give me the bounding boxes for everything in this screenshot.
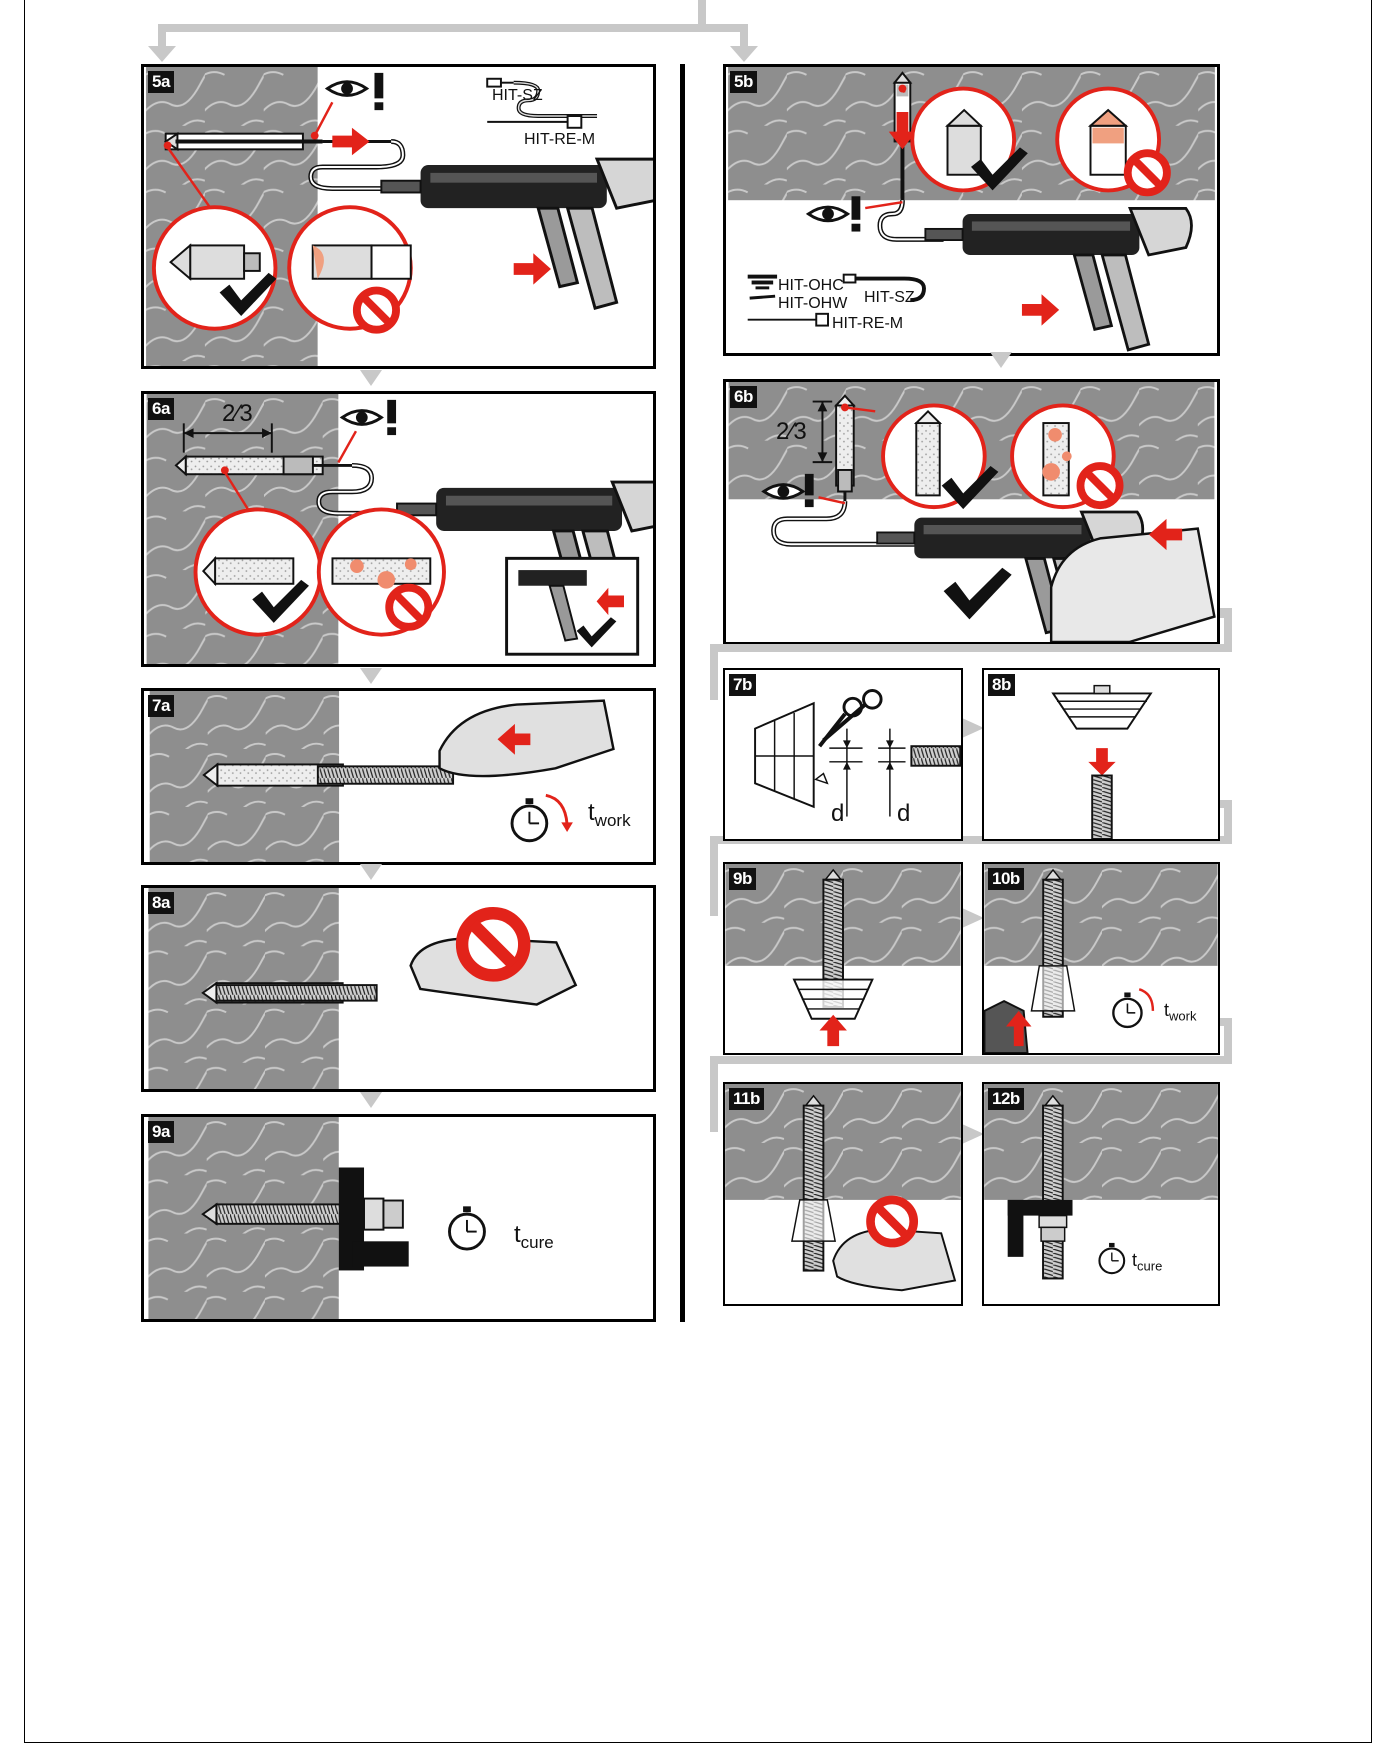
panel-8b-illustration — [984, 670, 1218, 839]
step-badge: 9a — [148, 1121, 174, 1143]
scissors-icon — [820, 691, 882, 747]
panel-9a-illustration — [144, 1117, 653, 1319]
time-label: tcure — [1132, 1250, 1162, 1274]
panel-6a: 6a 2⁄3 — [141, 391, 656, 667]
flow-connectors-top — [0, 0, 1374, 70]
panel-5a-illustration — [144, 67, 653, 366]
panel-10b-illustration — [984, 864, 1218, 1053]
panel-12b: 12b tcure — [982, 1082, 1220, 1306]
mixer-extension-label: HIT-SZ — [864, 289, 915, 307]
exclamation-icon — [852, 196, 861, 220]
panel-7a: 7a twork — [141, 688, 656, 865]
eye-icon — [808, 207, 847, 221]
step-badge: 12b — [988, 1088, 1024, 1110]
step-badge: 6b — [730, 386, 757, 408]
step-badge: 9b — [729, 868, 756, 890]
time-label: tcure — [514, 1221, 554, 1253]
mixer-label: HIT-RE-M — [524, 131, 595, 149]
time-symbol: t — [514, 1221, 521, 1248]
prohibited-icon — [462, 913, 524, 975]
panel-9b: 9b — [723, 862, 963, 1055]
panel-11b-illustration — [725, 1084, 961, 1304]
stopwatch-icon — [512, 798, 547, 841]
piston-plug-ohc-label: HIT-OHC — [778, 277, 844, 295]
time-label: twork — [1164, 1000, 1196, 1024]
step-badge: 5b — [730, 71, 757, 93]
time-label: twork — [588, 799, 631, 831]
stopwatch-icon — [1099, 1243, 1124, 1273]
panel-5a: 5a HIT-SZ HIT-RE-M — [141, 64, 656, 369]
piston-plug-ohw-label: HIT-OHW — [778, 295, 847, 313]
panel-5b: 5b HIT-OHC HIT-OHW HIT-SZ HIT-RE-M — [723, 64, 1220, 356]
time-subscript: cure — [521, 1233, 554, 1252]
panel-6b: 6b 2⁄3 — [723, 379, 1220, 645]
step-badge: 7b — [729, 674, 756, 696]
time-symbol: t — [588, 799, 595, 826]
arrow-icon — [148, 46, 176, 62]
arrow-icon — [1022, 294, 1059, 325]
panel-9a: 9a tcure — [141, 1114, 656, 1322]
arrow-icon — [514, 253, 551, 284]
panel-10b: 10b twork — [982, 862, 1220, 1055]
eye-icon — [342, 411, 381, 425]
arrow-icon — [332, 128, 369, 155]
arrow-icon — [730, 46, 758, 62]
column-divider — [680, 64, 685, 1322]
check-icon — [944, 568, 1012, 620]
step-badge: 7a — [148, 695, 174, 717]
panel-8a-illustration — [144, 888, 653, 1089]
time-subscript: work — [595, 811, 631, 830]
panel-7b: 7b d d — [723, 668, 963, 841]
stopwatch-icon — [1113, 992, 1141, 1026]
mixer-label: HIT-RE-M — [832, 315, 903, 333]
panel-12b-illustration — [984, 1084, 1218, 1304]
step-badge: 5a — [148, 71, 174, 93]
panel-9b-illustration — [725, 864, 961, 1053]
diameter-label: d — [897, 800, 910, 828]
time-subscript: cure — [1137, 1259, 1162, 1274]
panel-8a: 8a — [141, 885, 656, 1092]
panel-11b: 11b — [723, 1082, 963, 1306]
arrow-icon — [1088, 748, 1115, 775]
exclamation-icon — [805, 474, 814, 496]
diameter-label: d — [831, 800, 844, 828]
prohibited-icon — [1080, 466, 1119, 505]
step-badge: 10b — [988, 868, 1024, 890]
panel-8b: 8b — [982, 668, 1220, 841]
fraction-label: 2⁄3 — [222, 400, 253, 428]
step-badge: 11b — [729, 1088, 764, 1110]
exclamation-icon — [374, 73, 383, 98]
prohibited-icon — [357, 291, 396, 330]
exclamation-icon — [387, 400, 396, 423]
time-subscript: work — [1169, 1009, 1196, 1024]
step-badge: 6a — [148, 398, 174, 420]
stopwatch-icon — [449, 1206, 484, 1249]
prohibited-icon — [1128, 153, 1167, 192]
step-badge: 8a — [148, 892, 174, 914]
mixer-extension-label: HIT-SZ — [492, 87, 543, 105]
step-badge: 8b — [988, 674, 1015, 696]
prohibited-icon — [389, 588, 428, 627]
panel-7a-illustration — [144, 691, 653, 862]
panel-6a-illustration — [144, 394, 653, 664]
prohibited-icon — [871, 1200, 914, 1243]
eye-icon — [327, 82, 366, 96]
eye-icon — [764, 485, 803, 499]
fraction-label: 2⁄3 — [776, 418, 807, 446]
